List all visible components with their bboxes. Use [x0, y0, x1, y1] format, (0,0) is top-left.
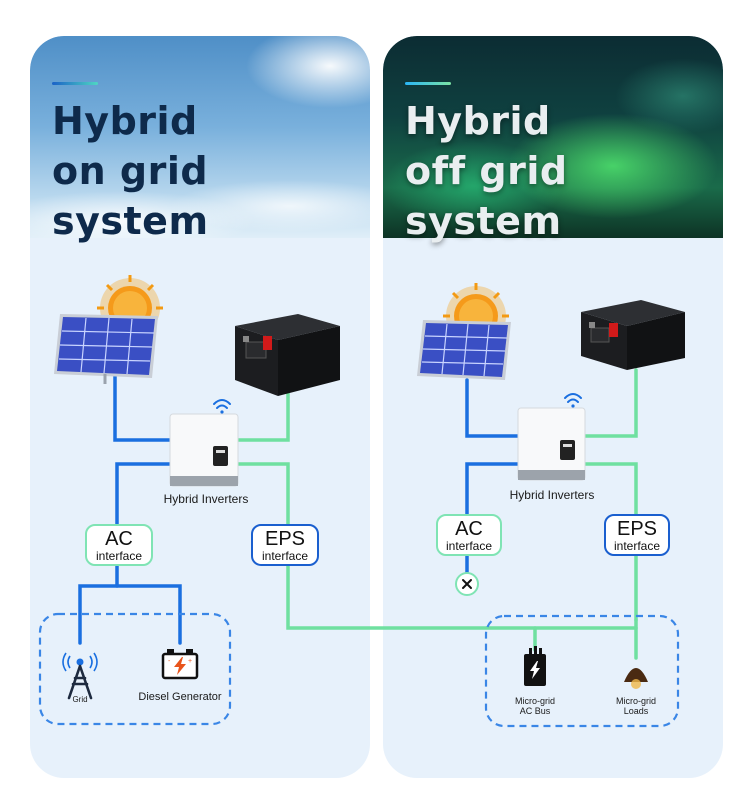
- svg-text:-: -: [168, 658, 171, 665]
- on-grid-diagram: - +: [38, 275, 370, 726]
- generator-icon: - +: [161, 649, 199, 680]
- microgrid-group: [484, 614, 680, 728]
- title-accent-line: [52, 82, 98, 85]
- wifi-icon: [213, 399, 231, 414]
- battery-icon: [581, 300, 685, 370]
- bus-label-line-1: Micro-grid: [514, 696, 555, 706]
- inverter-icon: [169, 413, 239, 487]
- eps-label: EPS: [264, 528, 306, 550]
- ac-sublabel: interface: [445, 539, 493, 553]
- bus-label-line-2: AC Bus: [519, 706, 551, 716]
- eps-interface-box: EPS interface: [251, 524, 319, 566]
- inverter-label: Hybrid Inverters: [509, 488, 595, 502]
- off-grid-panel: Hybrid off grid system: [383, 36, 723, 778]
- loads-label-line-1: Micro-grid: [615, 696, 656, 706]
- ac-label: AC: [105, 528, 133, 550]
- solar-panel-icon: [54, 314, 158, 384]
- microgrid-loads-label: Micro-grid Loads: [600, 696, 672, 716]
- wire-eps-to-microgrid: [286, 560, 370, 630]
- eps-sublabel: interface: [613, 539, 661, 553]
- title-accent-line: [405, 82, 451, 85]
- transformer-icon: [524, 646, 546, 686]
- panel-title: Hybrid off grid system: [405, 96, 723, 246]
- disconnect-icon: [455, 572, 479, 596]
- on-grid-panel: Hybrid on grid system: [30, 36, 370, 778]
- title-line-2: off grid system: [405, 149, 568, 243]
- svg-text:+: +: [188, 658, 192, 665]
- inverter-label: Hybrid Inverters: [163, 492, 249, 506]
- ac-sublabel: interface: [95, 549, 143, 563]
- wire-inverter-to-eps: [236, 462, 290, 528]
- wire-battery-to-inverter: [236, 384, 290, 442]
- ac-interface-box: AC interface: [436, 514, 502, 556]
- solar-panel-icon: [417, 320, 511, 380]
- title-line-1: Hybrid: [405, 99, 551, 143]
- backup-sources-group: [38, 612, 232, 726]
- wire-inverter-to-ac: [115, 462, 172, 528]
- loads-label-line-2: Loads: [623, 706, 649, 716]
- aurora-header: [383, 36, 723, 238]
- eps-sublabel: interface: [261, 549, 309, 563]
- wire-solar-to-inverter: [113, 372, 172, 442]
- wire-solar-to-inverter: [465, 378, 520, 438]
- grid-tower-icon: [62, 652, 98, 700]
- lamp-icon: [624, 668, 648, 689]
- eps-label: EPS: [616, 518, 658, 540]
- inverter-icon: [517, 407, 586, 481]
- wifi-icon: [564, 393, 582, 408]
- battery-icon: [235, 314, 340, 396]
- wire-inverter-to-ac: [465, 462, 520, 518]
- ac-label: AC: [455, 518, 483, 540]
- wire-inverter-to-eps: [583, 462, 638, 518]
- microgrid-bus-label: Micro-grid AC Bus: [499, 696, 571, 716]
- generator-label: Diesel Generator: [138, 691, 222, 703]
- ac-interface-box: AC interface: [85, 524, 153, 566]
- sky-header: [30, 36, 370, 238]
- wire-battery-to-inverter: [583, 368, 638, 438]
- grid-label: Grid: [72, 695, 88, 704]
- off-grid-diagram: [383, 283, 685, 728]
- eps-interface-box: EPS interface: [604, 514, 670, 556]
- title-line-2: on grid system: [52, 149, 209, 243]
- title-line-1: Hybrid: [52, 99, 198, 143]
- panel-title: Hybrid on grid system: [52, 96, 370, 246]
